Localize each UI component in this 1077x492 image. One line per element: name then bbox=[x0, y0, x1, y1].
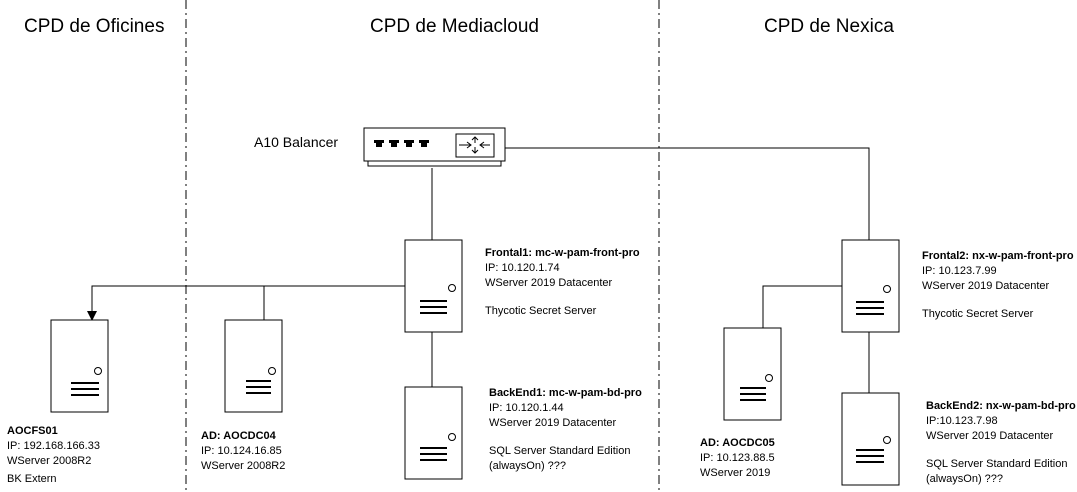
server-role: BK Extern bbox=[7, 473, 57, 485]
server-label-backend2: BackEnd2: nx-w-pam-bd-pro IP:10.123.7.98… bbox=[926, 399, 1076, 487]
server-role: Thycotic Secret Server bbox=[922, 308, 1034, 320]
server-icon bbox=[224, 319, 283, 413]
server-ip: IP: 10.123.7.99 bbox=[922, 265, 997, 277]
server-label-frontal1: Frontal1: mc-w-pam-front-pro IP: 10.120.… bbox=[485, 246, 640, 319]
server-role-line1: SQL Server Standard Edition bbox=[926, 458, 1068, 470]
arrow-head-icon bbox=[87, 311, 97, 321]
server-role: Thycotic Secret Server bbox=[485, 305, 597, 317]
server-icon bbox=[841, 392, 900, 486]
server-ip: IP: 10.120.1.74 bbox=[485, 262, 560, 274]
server-name: Frontal2: nx-w-pam-front-pro bbox=[922, 250, 1074, 262]
server-label-aocfs01: AOCFS01 IP: 192.168.166.33 WServer 2008R… bbox=[7, 424, 100, 487]
server-icon bbox=[50, 319, 109, 413]
server-os: WServer 2008R2 bbox=[7, 455, 92, 467]
server-os: WServer 2019 Datacenter bbox=[922, 280, 1050, 292]
server-ip: IP: 10.123.88.5 bbox=[700, 452, 775, 464]
server-label-frontal2: Frontal2: nx-w-pam-front-pro IP: 10.123.… bbox=[922, 249, 1074, 322]
zone-title-oficines: CPD de Oficines bbox=[24, 16, 165, 37]
server-os: WServer 2008R2 bbox=[201, 460, 286, 472]
server-role-line1: SQL Server Standard Edition bbox=[489, 445, 631, 457]
server-os: WServer 2019 Datacenter bbox=[926, 430, 1054, 442]
server-os: WServer 2019 Datacenter bbox=[489, 417, 617, 429]
server-role-line2: (alwaysOn) ??? bbox=[489, 460, 567, 472]
server-name: BackEnd2: nx-w-pam-bd-pro bbox=[926, 400, 1076, 412]
connections bbox=[91, 147, 870, 393]
server-name: AD: AOCDC05 bbox=[700, 437, 775, 449]
zone-title-mediacloud: CPD de Mediacloud bbox=[370, 16, 539, 37]
server-ip: IP: 10.124.16.85 bbox=[201, 445, 282, 457]
server-name: AOCFS01 bbox=[7, 425, 58, 437]
server-icon bbox=[841, 239, 900, 333]
server-icon bbox=[404, 386, 463, 480]
server-ip: IP: 192.168.166.33 bbox=[7, 440, 100, 452]
load-balancer-icon bbox=[363, 127, 506, 167]
server-icon bbox=[723, 327, 782, 421]
server-ip: IP: 10.120.1.44 bbox=[489, 402, 564, 414]
server-os: WServer 2019 bbox=[700, 467, 771, 479]
server-label-aocdc04: AD: AOCDC04 IP: 10.124.16.85 WServer 200… bbox=[201, 429, 285, 474]
server-name: BackEnd1: mc-w-pam-bd-pro bbox=[489, 387, 642, 399]
server-name: AD: AOCDC04 bbox=[201, 430, 276, 442]
server-os: WServer 2019 Datacenter bbox=[485, 277, 613, 289]
server-label-backend1: BackEnd1: mc-w-pam-bd-pro IP: 10.120.1.4… bbox=[489, 386, 642, 474]
server-role-line2: (alwaysOn) ??? bbox=[926, 473, 1004, 485]
server-name: Frontal1: mc-w-pam-front-pro bbox=[485, 247, 640, 259]
server-label-aocdc05: AD: AOCDC05 IP: 10.123.88.5 WServer 2019 bbox=[700, 436, 775, 481]
balancer-label: A10 Balancer bbox=[254, 134, 339, 150]
server-icon bbox=[404, 239, 463, 333]
zone-title-nexica: CPD de Nexica bbox=[764, 16, 894, 37]
server-ip: IP:10.123.7.98 bbox=[926, 415, 998, 427]
